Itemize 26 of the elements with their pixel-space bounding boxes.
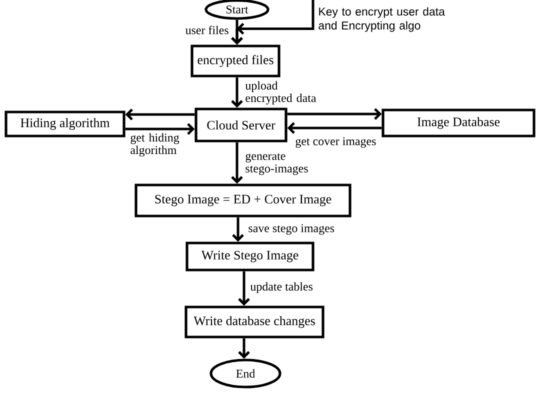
edge-label: generate stego-images [244,152,314,176]
process-box: Stego Image = ED + Cover Image [134,184,352,218]
arrow [232,217,244,242]
process-box: Write database changes [184,306,324,338]
process-box: Image Database [382,108,536,138]
edge-label: user files [184,24,230,36]
process-box: Cloud Server [194,108,288,142]
arrow [238,271,250,306]
terminal-oval: End [210,358,282,388]
process-box: Hiding algorithm [4,110,126,138]
arrow [287,108,382,120]
arrow [231,142,243,184]
process-box: Write Stego Image [186,242,314,272]
process-box: encrypted files [190,44,280,78]
arrow [231,77,243,108]
note-text: Key to encrypt user data and Encrypting algo [318,7,445,32]
edge-label: get hiding algorithm [129,132,184,158]
arrow [125,108,195,120]
edge-label: upload encrypted data [244,80,320,106]
edge-label: get cover images [294,136,378,149]
arrow [231,0,314,45]
arrow [287,122,382,134]
arrow [125,123,195,135]
edge-label: update tables [249,281,314,294]
arrow [238,338,250,359]
edge-label: save stego images [247,223,336,236]
